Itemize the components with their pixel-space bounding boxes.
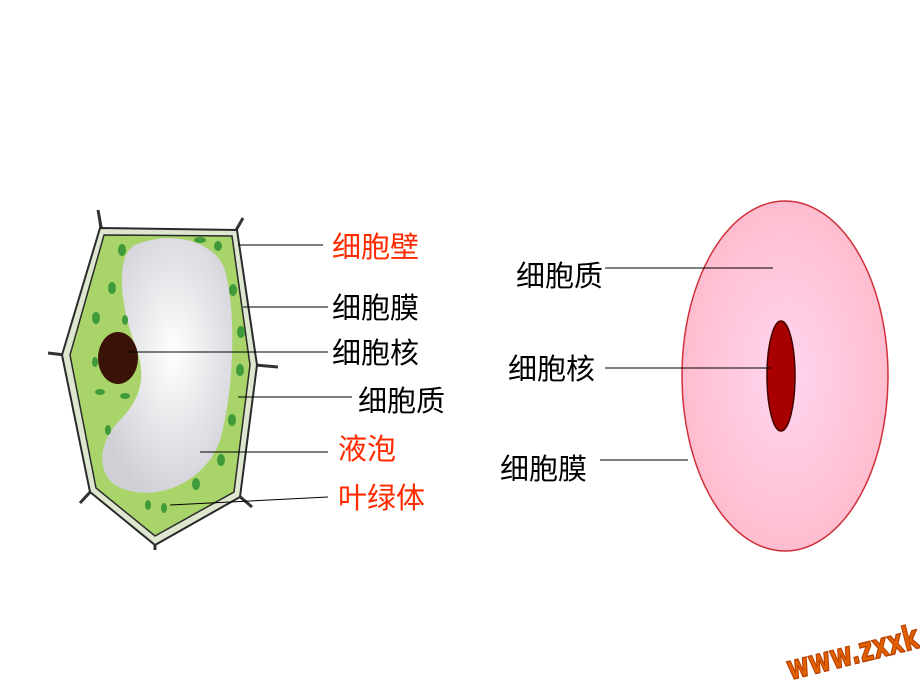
label-vacuole: 液泡 (338, 432, 397, 466)
watermark-logo: www.zxxk.com (782, 601, 920, 688)
plant-leader-lines (128, 244, 352, 506)
chloroplasts (92, 237, 245, 513)
animal-nucleus (766, 320, 796, 432)
label-nucleus: 细胞核 (332, 336, 420, 370)
label-animal-nucleus: 细胞核 (508, 352, 596, 386)
label-chloroplast: 叶绿体 (338, 481, 426, 515)
label-animal-membrane: 细胞膜 (500, 452, 588, 486)
label-animal-cytoplasm: 细胞质 (516, 259, 604, 293)
label-cell-wall: 细胞壁 (332, 230, 420, 264)
vacuole (102, 238, 233, 493)
label-cell-membrane: 细胞膜 (332, 291, 420, 325)
animal-cell (600, 200, 889, 552)
animal-leader-lines (600, 267, 773, 461)
nucleus (98, 332, 138, 384)
label-cytoplasm: 细胞质 (358, 384, 446, 418)
svg-text:www.zxxk.com: www.zxxk.com (782, 602, 920, 688)
plant-cell (47, 209, 352, 550)
